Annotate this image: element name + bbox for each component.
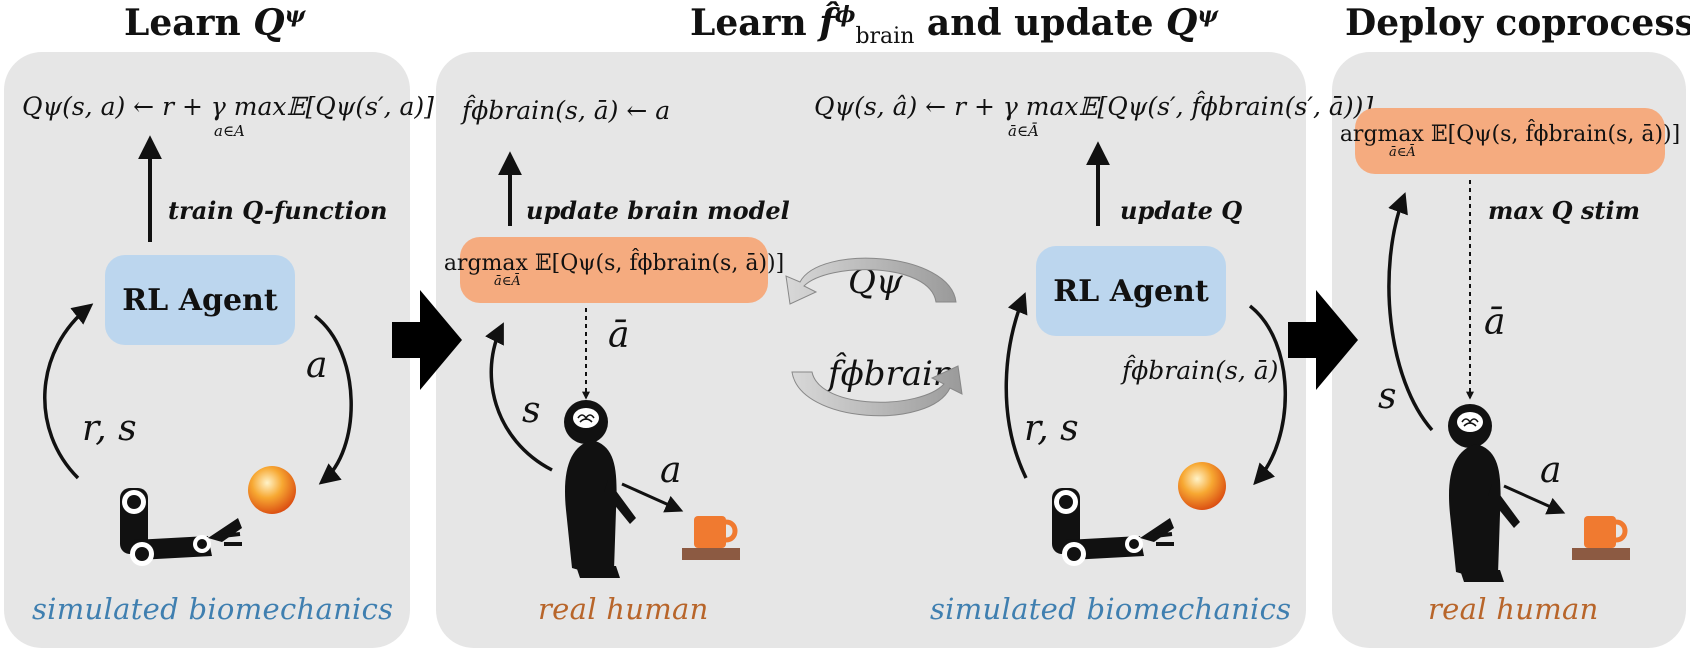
equation-q-brain-sub: ā∈Ā [1008,122,1039,140]
var-a-left: a [306,345,328,386]
ball-icon [248,466,296,514]
var-s-right: s [1378,376,1397,417]
rl-agent-box-left: RL Agent [105,255,295,345]
var-s-middle: s [522,390,541,431]
var-abar-middle: ā [608,315,630,356]
equation-q-update-sub: a∈A [214,122,245,140]
arrow-reward-left [43,303,94,480]
arrow-action-middle [621,482,684,513]
arrow-state-right [1387,192,1434,432]
label-max-q-stim: max Q stim [1488,196,1640,225]
caption-human-right: real human [1428,592,1599,626]
var-rs-middle: r, s [1024,408,1079,449]
label-update-q: update Q [1120,196,1243,225]
cycle-arrows-icon [785,257,963,417]
arrow-reward-middle [1004,292,1028,479]
caption-sim-middle: simulated biomechanics [930,592,1292,626]
title-learn-q: Learn Qψ [124,2,306,44]
transition-arrow-1-icon [392,290,462,390]
var-fbrain-middle: f̂ϕbrain(s, ā) [1122,356,1279,385]
title-deploy: Deploy coprocessor [1345,2,1690,44]
equation-brain-update: f̂ϕbrain(s, ā) ← a [462,96,671,125]
caption-human-middle: real human [538,592,709,626]
robot-arm-icon [1052,488,1174,566]
argmax-box-right: argmax 𝔼[Qψ(s, f̂ϕbrain(s, ā))] ā∈Ā [1340,108,1680,174]
arrow-state-middle [485,322,553,472]
var-rs-left: r, s [82,408,137,449]
mug-icon [682,516,740,560]
label-train-q: train Q-function [168,196,388,225]
arrow-action-right [1503,484,1566,515]
human-silhouette-icon [1448,404,1520,582]
rl-agent-box-middle: RL Agent [1036,246,1226,336]
caption-sim-left: simulated biomechanics [32,592,394,626]
var-a-human-middle: a [660,450,682,491]
var-a-right: a [1540,450,1562,491]
transition-arrow-2-icon [1288,290,1358,390]
robot-arm-icon [120,488,242,566]
arrow-action-middle-right [1248,304,1288,486]
brain-icon [573,408,599,428]
human-silhouette-icon [564,400,636,578]
ball-icon [1178,462,1226,510]
equation-q-update: Qψ(s, a) ← r + γ max𝔼[Qψ(s′, a)] [22,92,434,121]
cycle-label-fbrain: f̂ϕbrain [828,354,955,394]
argmax-box-middle: argmax 𝔼[Qψ(s, f̂ϕbrain(s, ā))] ā∈Ā [444,237,784,303]
mug-icon [1572,516,1630,560]
equation-q-brain-update: Qψ(s, â) ← r + γ max𝔼[Qψ(s′, f̂ϕbrain(s′… [814,92,1374,121]
label-update-brain: update brain model [526,196,790,225]
brain-icon [1457,412,1483,432]
arrow-action-left [313,314,353,485]
title-learn-brain: Learn f̂ϕbrain and update Qψ [690,2,1219,50]
var-abar-right: ā [1484,302,1506,343]
